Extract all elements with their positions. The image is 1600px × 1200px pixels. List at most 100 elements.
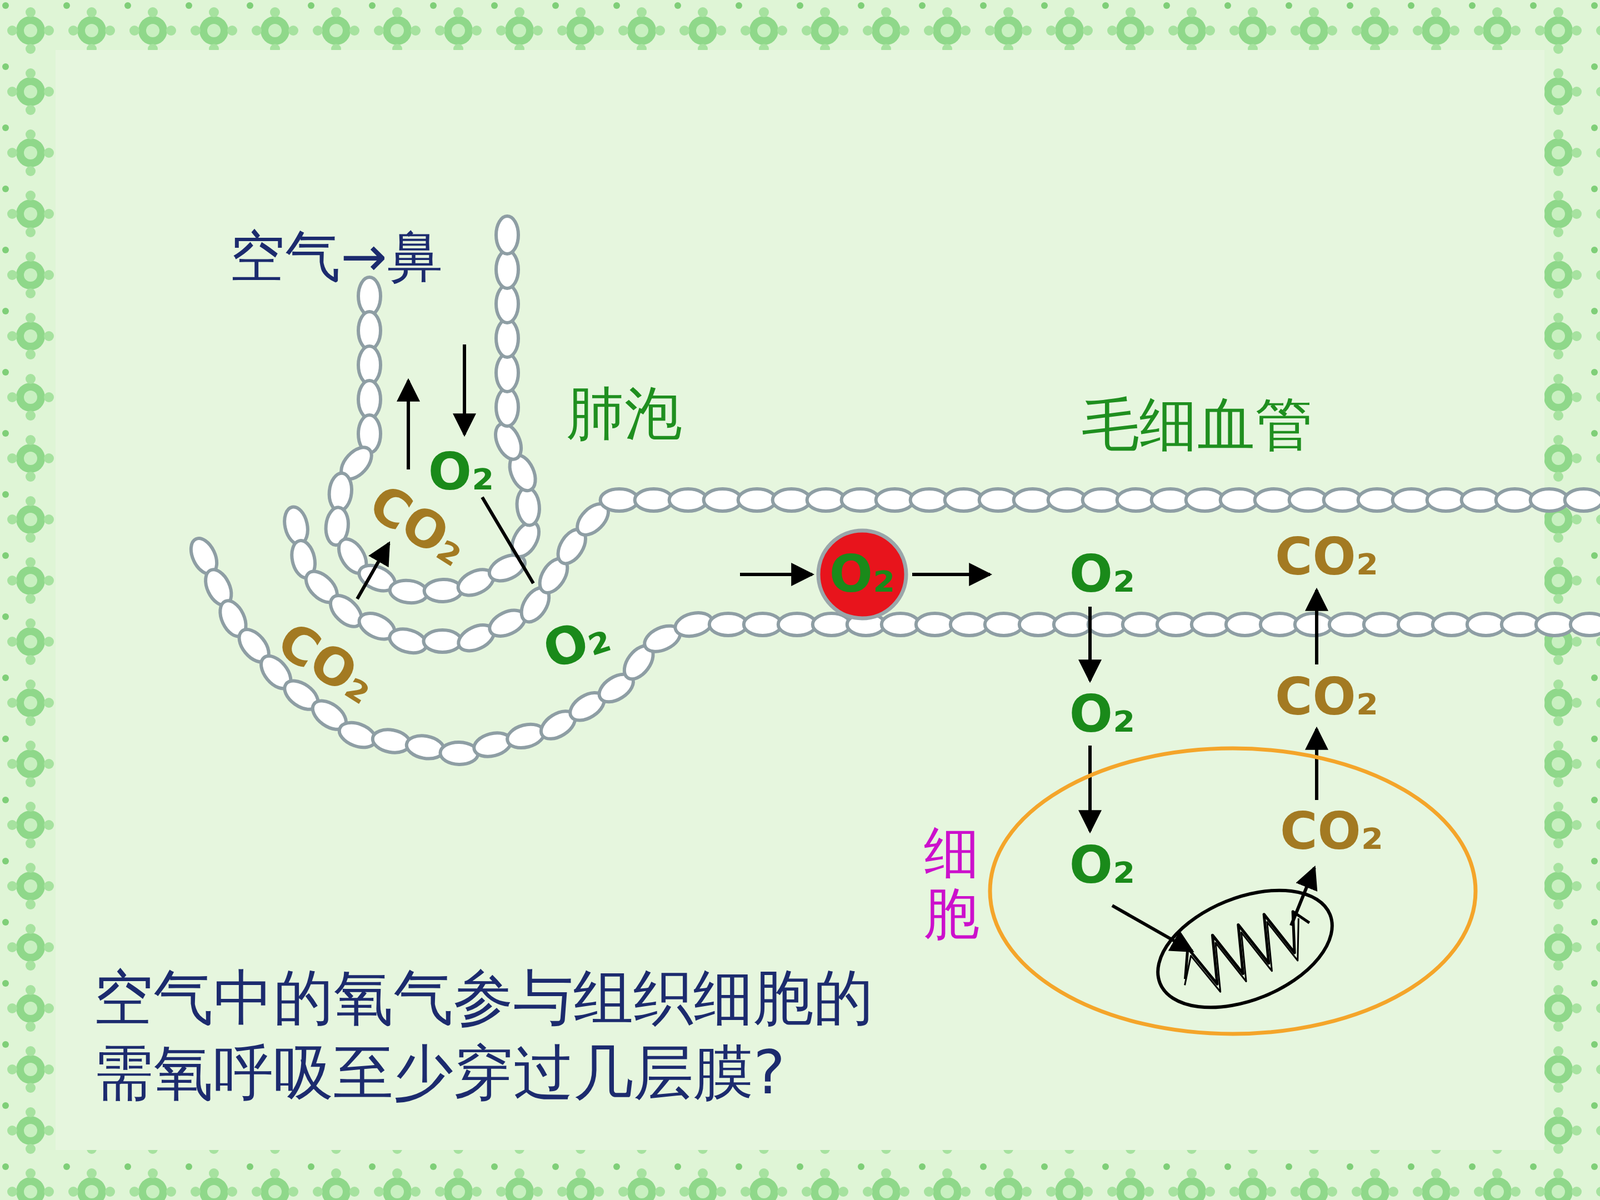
membrane-bead [1329,613,1368,636]
membrane-bead [778,613,817,636]
membrane-bead [496,285,519,323]
gas-label: CO₂ [1280,806,1384,858]
membrane-bead [1122,613,1161,636]
membrane-bead [1082,488,1121,512]
border-top [0,0,1600,50]
arrow [1088,606,1092,681]
tissue-cell-outline [987,746,1478,1037]
label: 空气→鼻 [229,228,443,285]
membrane-bead [496,353,519,392]
membrane-bead [1255,488,1293,512]
arrow [462,344,467,435]
membrane-bead [945,488,983,512]
membrane-bead [738,488,777,512]
gas-label: O₂ [428,446,495,498]
question-caption: 空气中的氧气参与组织细胞的需氧呼吸至少穿过几层膜? [93,960,883,1110]
gas-label: O₂ [1069,840,1136,892]
membrane-bead [1151,488,1190,512]
membrane-bead [1570,613,1600,636]
membrane-bead [370,726,412,755]
arrow [406,380,410,470]
membrane-bead [1048,488,1087,512]
membrane-bead [743,613,782,636]
border-bottom [0,1150,1600,1200]
membrane-bead [950,613,989,636]
membrane-bead [515,486,542,527]
membrane-beads [185,216,1600,765]
membrane-bead [1019,613,1058,636]
membrane-bead [1536,613,1574,636]
membrane-bead [1157,613,1195,636]
membrane-bead [1565,488,1600,512]
membrane-bead [1432,613,1471,636]
membrane-bead [979,488,1018,512]
organ-label: 肺泡 [566,384,683,443]
membrane-bead [881,613,920,636]
red-blood-cell: O₂ [816,528,909,621]
membrane-bead [1226,613,1264,636]
membrane-bead [876,488,914,512]
membrane-bead [327,472,354,513]
membrane-bead [1467,613,1505,636]
membrane-bead [807,488,845,512]
arrow [1315,590,1319,665]
membrane-bead [423,578,463,603]
membrane-bead [841,488,880,512]
border-right [1544,0,1600,1200]
membrane-bead [1117,488,1155,512]
organ-label: 毛细血管 [1081,395,1313,454]
membrane-bead [1323,488,1362,512]
membrane-bead [358,346,381,384]
membrane-bead [635,488,673,512]
membrane-bead [504,720,547,752]
capillary-inner-wall [296,500,1600,642]
membrane-bead [772,488,811,512]
membrane-bead [1461,488,1500,512]
membrane-bead [1191,613,1230,636]
membrane-bead [1088,613,1127,636]
membrane-bead [358,311,381,350]
arrow [357,543,389,599]
membrane-bead [423,630,462,653]
membrane-bead [1053,613,1092,636]
membrane-bead [281,505,312,547]
membrane-bead [709,613,748,636]
membrane-bead [910,488,949,512]
gas-label: O₂ [829,548,896,600]
membrane-bead [1501,613,1540,636]
membrane-bead [1358,488,1397,512]
membrane-bead [1427,488,1465,512]
membrane-bead [496,319,519,358]
membrane-bead [1496,488,1534,512]
membrane-bead [358,380,381,419]
membrane-bead [1398,613,1437,636]
arrow [912,572,990,577]
membrane-bead [1392,488,1431,512]
membrane-bead [496,388,519,427]
arrow [740,572,813,577]
tissue-cell: 细胞O₂CO₂ [987,746,1478,1037]
membrane-bead [1295,613,1333,636]
leader-line [482,497,534,584]
membrane-bead [1260,613,1299,636]
gas-label: CO₂ [1275,671,1379,723]
membrane-bead [985,613,1023,636]
membrane-bead [1363,613,1402,636]
gas-label: CO₂ [1275,531,1379,583]
membrane-bead [916,613,954,636]
membrane-bead [703,488,742,512]
inner-ground [55,50,1545,1150]
membrane-bead [440,741,479,765]
membrane-bead [496,216,519,254]
mitochondrion [1141,867,1350,1031]
membrane-bead [669,488,708,512]
membrane-bead [1220,488,1259,512]
border-left [0,0,56,1200]
gas-label: O₂ [1069,688,1136,740]
membrane-bead [496,250,519,289]
membrane-bead [1530,488,1569,512]
membrane-bead [1289,488,1328,512]
membrane-bead [600,488,639,512]
membrane-bead [1013,488,1052,512]
arrow [1088,745,1092,832]
